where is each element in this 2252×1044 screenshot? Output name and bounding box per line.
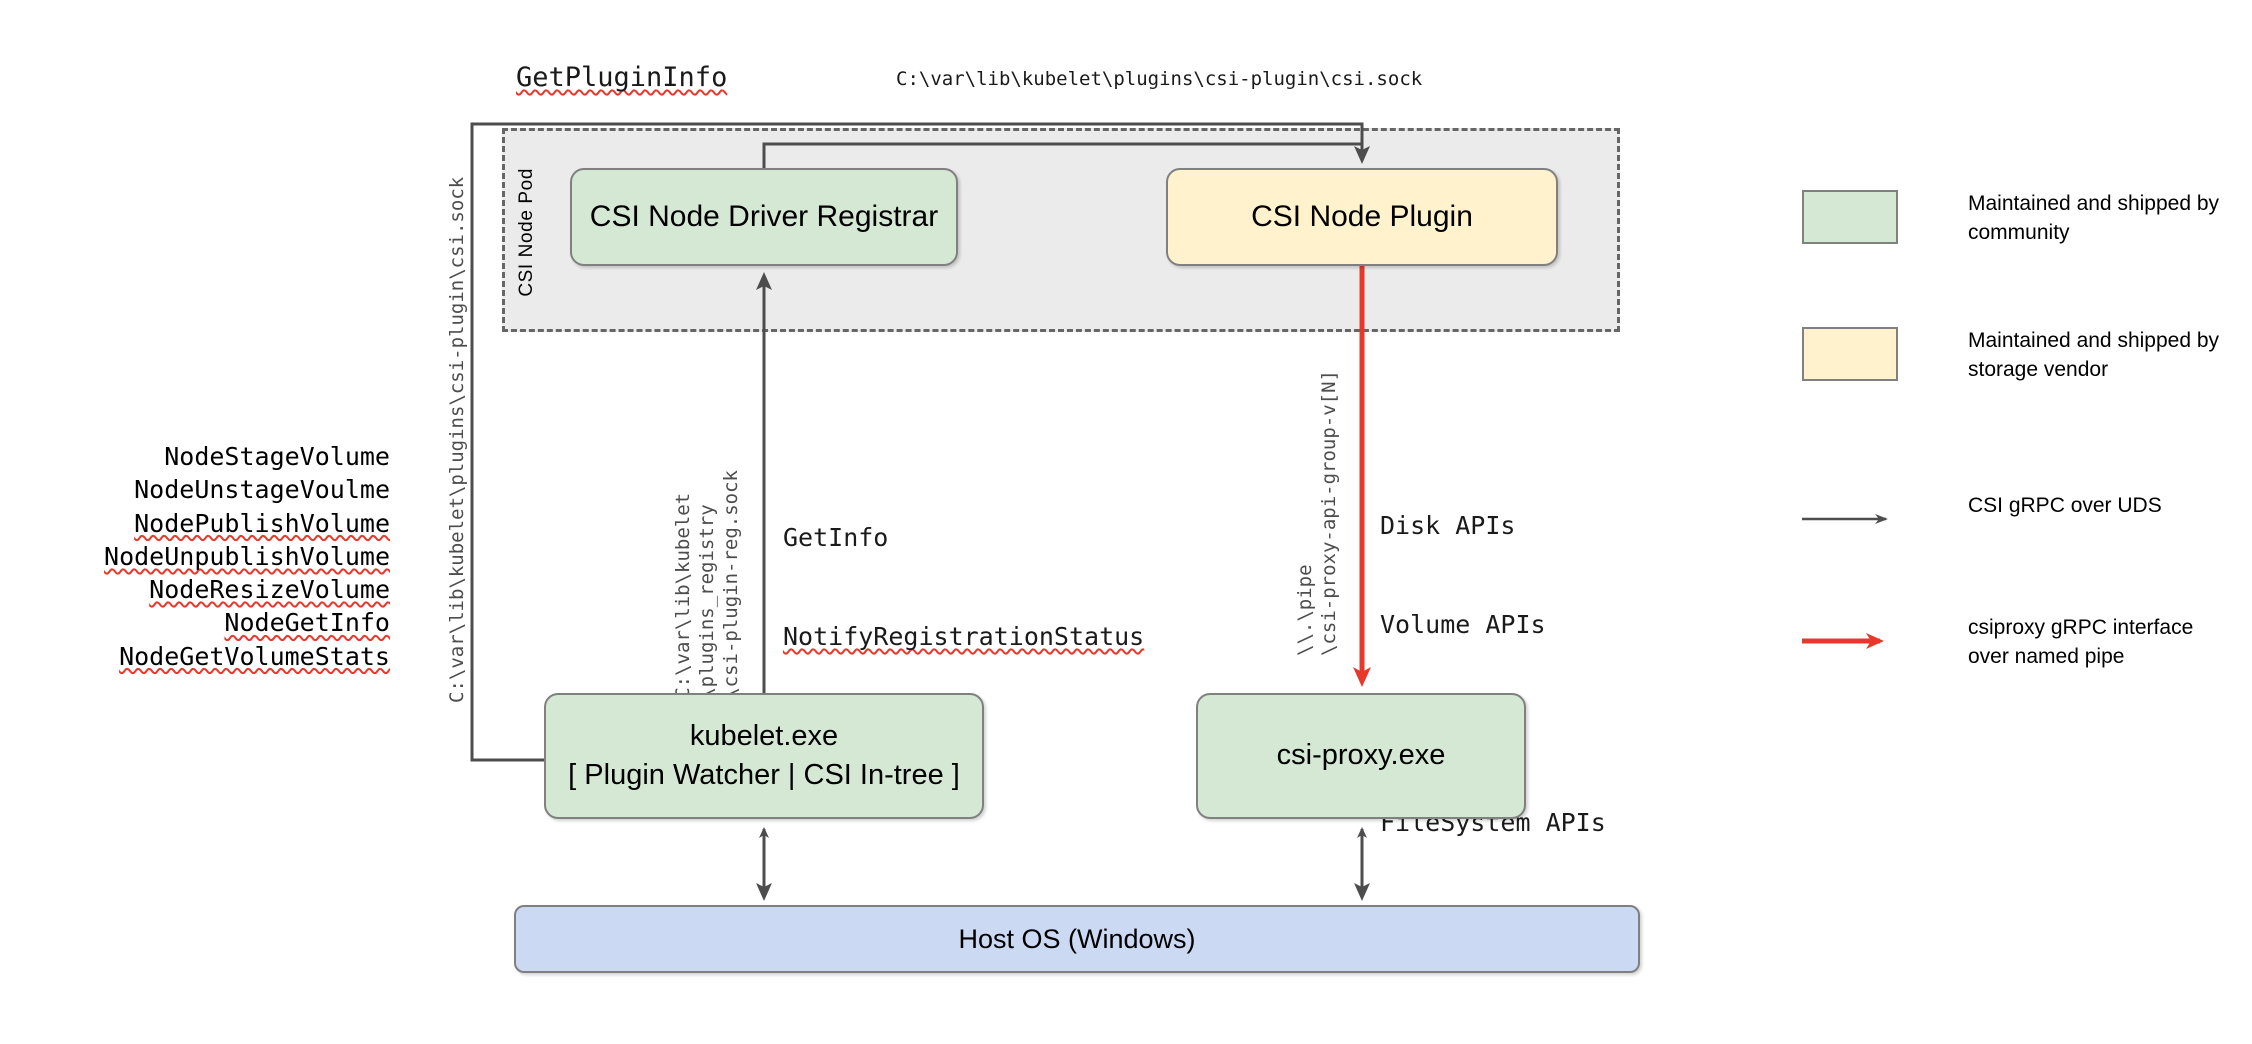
- legend-label-named-pipe: csiproxy gRPC interface over named pipe: [1968, 616, 2194, 668]
- registration-call-list: GetInfo NotifyRegistrationStatus: [783, 455, 1144, 719]
- label-kubelet-registry-path-vertical: C:\var\lib\kubelet \plugins_registry \cs…: [672, 470, 742, 699]
- node-api-item: NodeStageVolume: [164, 442, 390, 471]
- legend-label-uds: CSI gRPC over UDS: [1968, 494, 2162, 517]
- label-kubelet-registry-path-line: \csi-plugin-reg.sock: [720, 470, 742, 699]
- registration-call-item: NotifyRegistrationStatus: [783, 622, 1145, 651]
- node-csi-node-plugin[interactable]: CSI Node Plugin: [1166, 168, 1558, 266]
- legend-row-vendor: Maintained and shipped by storage vendor: [1802, 327, 2222, 385]
- legend-label-community: Maintained and shipped by community: [1968, 192, 2220, 244]
- csi-node-pod-label: CSI Node Pod: [516, 168, 537, 297]
- node-api-item: NodeGetInfo: [224, 608, 390, 638]
- label-named-pipe-path-line: \csi-proxy-api-group-v[N]: [1318, 370, 1340, 656]
- legend-arrow-red-icon: [1802, 614, 1898, 668]
- legend-row-uds: CSI gRPC over UDS: [1802, 492, 2162, 546]
- label-get-plugin-info: GetPluginInfo: [516, 62, 728, 93]
- node-csi-proxy-exe[interactable]: csi-proxy.exe: [1196, 693, 1526, 819]
- label-named-pipe-path-vertical: \\.\pipe \csi-proxy-api-group-v[N]: [1294, 370, 1340, 656]
- legend-label-vendor: Maintained and shipped by storage vendor: [1968, 329, 2220, 381]
- legend-swatch-community-icon: [1802, 190, 1898, 244]
- legend: Maintained and shipped by community Main…: [1802, 0, 2222, 1044]
- node-api-item: NodeGetVolumeStats: [119, 641, 390, 671]
- csi-proxy-api-item: Volume APIs: [1380, 610, 1546, 639]
- node-api-call-list: NodeStageVolume NodeUnstageVoulme NodePu…: [96, 440, 390, 673]
- legend-arrow-gray-icon: [1802, 492, 1898, 546]
- legend-row-community: Maintained and shipped by community: [1802, 190, 2222, 248]
- registration-call-item: GetInfo: [783, 523, 889, 552]
- node-host-os[interactable]: Host OS (Windows): [514, 905, 1640, 973]
- legend-swatch-vendor-icon: [1802, 327, 1898, 381]
- node-sublabel: [ Plugin Watcher | CSI In-tree ]: [568, 759, 960, 791]
- node-label: Host OS (Windows): [958, 923, 1196, 954]
- node-api-item: NodeUnstageVoulme: [134, 475, 390, 505]
- label-named-pipe-path-line: \\.\pipe: [1294, 564, 1316, 656]
- node-csi-node-driver-registrar[interactable]: CSI Node Driver Registrar: [570, 168, 958, 266]
- label-csi-sock-path-vertical: C:\var\lib\kubelet\plugins\csi-plugin\cs…: [446, 176, 468, 703]
- node-label: kubelet.exe: [689, 719, 839, 752]
- node-label: csi-proxy.exe: [1276, 739, 1446, 772]
- node-label: CSI Node Driver Registrar: [589, 199, 939, 233]
- node-kubelet-exe[interactable]: kubelet.exe [ Plugin Watcher | CSI In-tr…: [544, 693, 984, 819]
- node-api-item: NodeUnpublishVolume: [104, 541, 390, 571]
- legend-row-named-pipe: csiproxy gRPC interface over named pipe: [1802, 614, 2222, 672]
- label-kubelet-registry-path-line: \plugins_registry: [696, 504, 718, 699]
- csi-proxy-api-item: Disk APIs: [1380, 511, 1516, 540]
- node-api-item: NodeResizeVolume: [149, 575, 390, 604]
- label-kubelet-registry-path-line: C:\var\lib\kubelet: [672, 492, 694, 699]
- node-api-item: NodePublishVolume: [134, 508, 390, 538]
- node-label: CSI Node Plugin: [1251, 199, 1473, 233]
- label-csi-sock-path-top: C:\var\lib\kubelet\plugins\csi-plugin\cs…: [896, 68, 1423, 90]
